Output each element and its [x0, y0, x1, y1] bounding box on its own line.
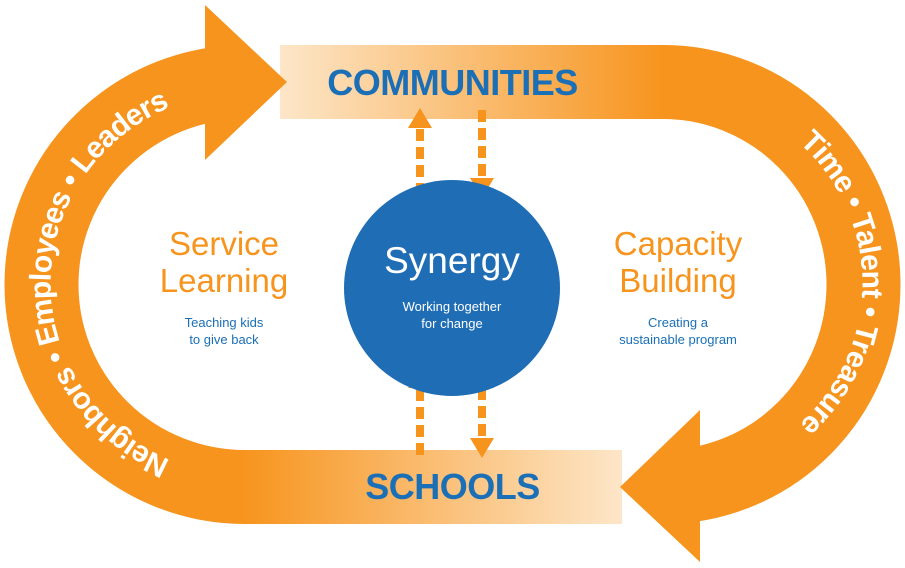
right-arc-band — [662, 45, 901, 524]
top-band — [280, 45, 665, 119]
synergy-subtitle-line1: Working together — [402, 299, 502, 314]
service-learning-line2: Learning — [159, 262, 289, 299]
capacity-building-line2: Building — [619, 262, 737, 299]
top-arrowhead — [205, 5, 287, 160]
service-learning-sub1: Teaching kids — [184, 315, 264, 330]
communities-label: COMMUNITIES — [327, 62, 578, 103]
bottom-arrowhead — [620, 410, 700, 562]
synergy-subtitle: Working together for change — [352, 298, 552, 332]
service-learning-line1: Service — [168, 225, 280, 262]
schools-label: SCHOOLS — [365, 466, 540, 507]
synergy-circle — [344, 180, 560, 396]
left-arc-band — [4, 45, 246, 524]
capacity-building-title: Capacity Building — [578, 225, 778, 299]
service-learning-subtitle: Teaching kids to give back — [124, 314, 324, 348]
service-learning-sub2: to give back — [189, 332, 259, 347]
bottom-band — [242, 450, 622, 524]
synergy-subtitle-line2: for change — [421, 316, 483, 331]
capacity-building-line1: Capacity — [613, 225, 743, 262]
capacity-building-subtitle: Creating a sustainable program — [578, 314, 778, 348]
service-learning-title: Service Learning — [124, 225, 324, 299]
capacity-building-sub1: Creating a — [648, 315, 708, 330]
capacity-building-sub2: sustainable program — [619, 332, 737, 347]
synergy-title: Synergy — [384, 240, 520, 281]
